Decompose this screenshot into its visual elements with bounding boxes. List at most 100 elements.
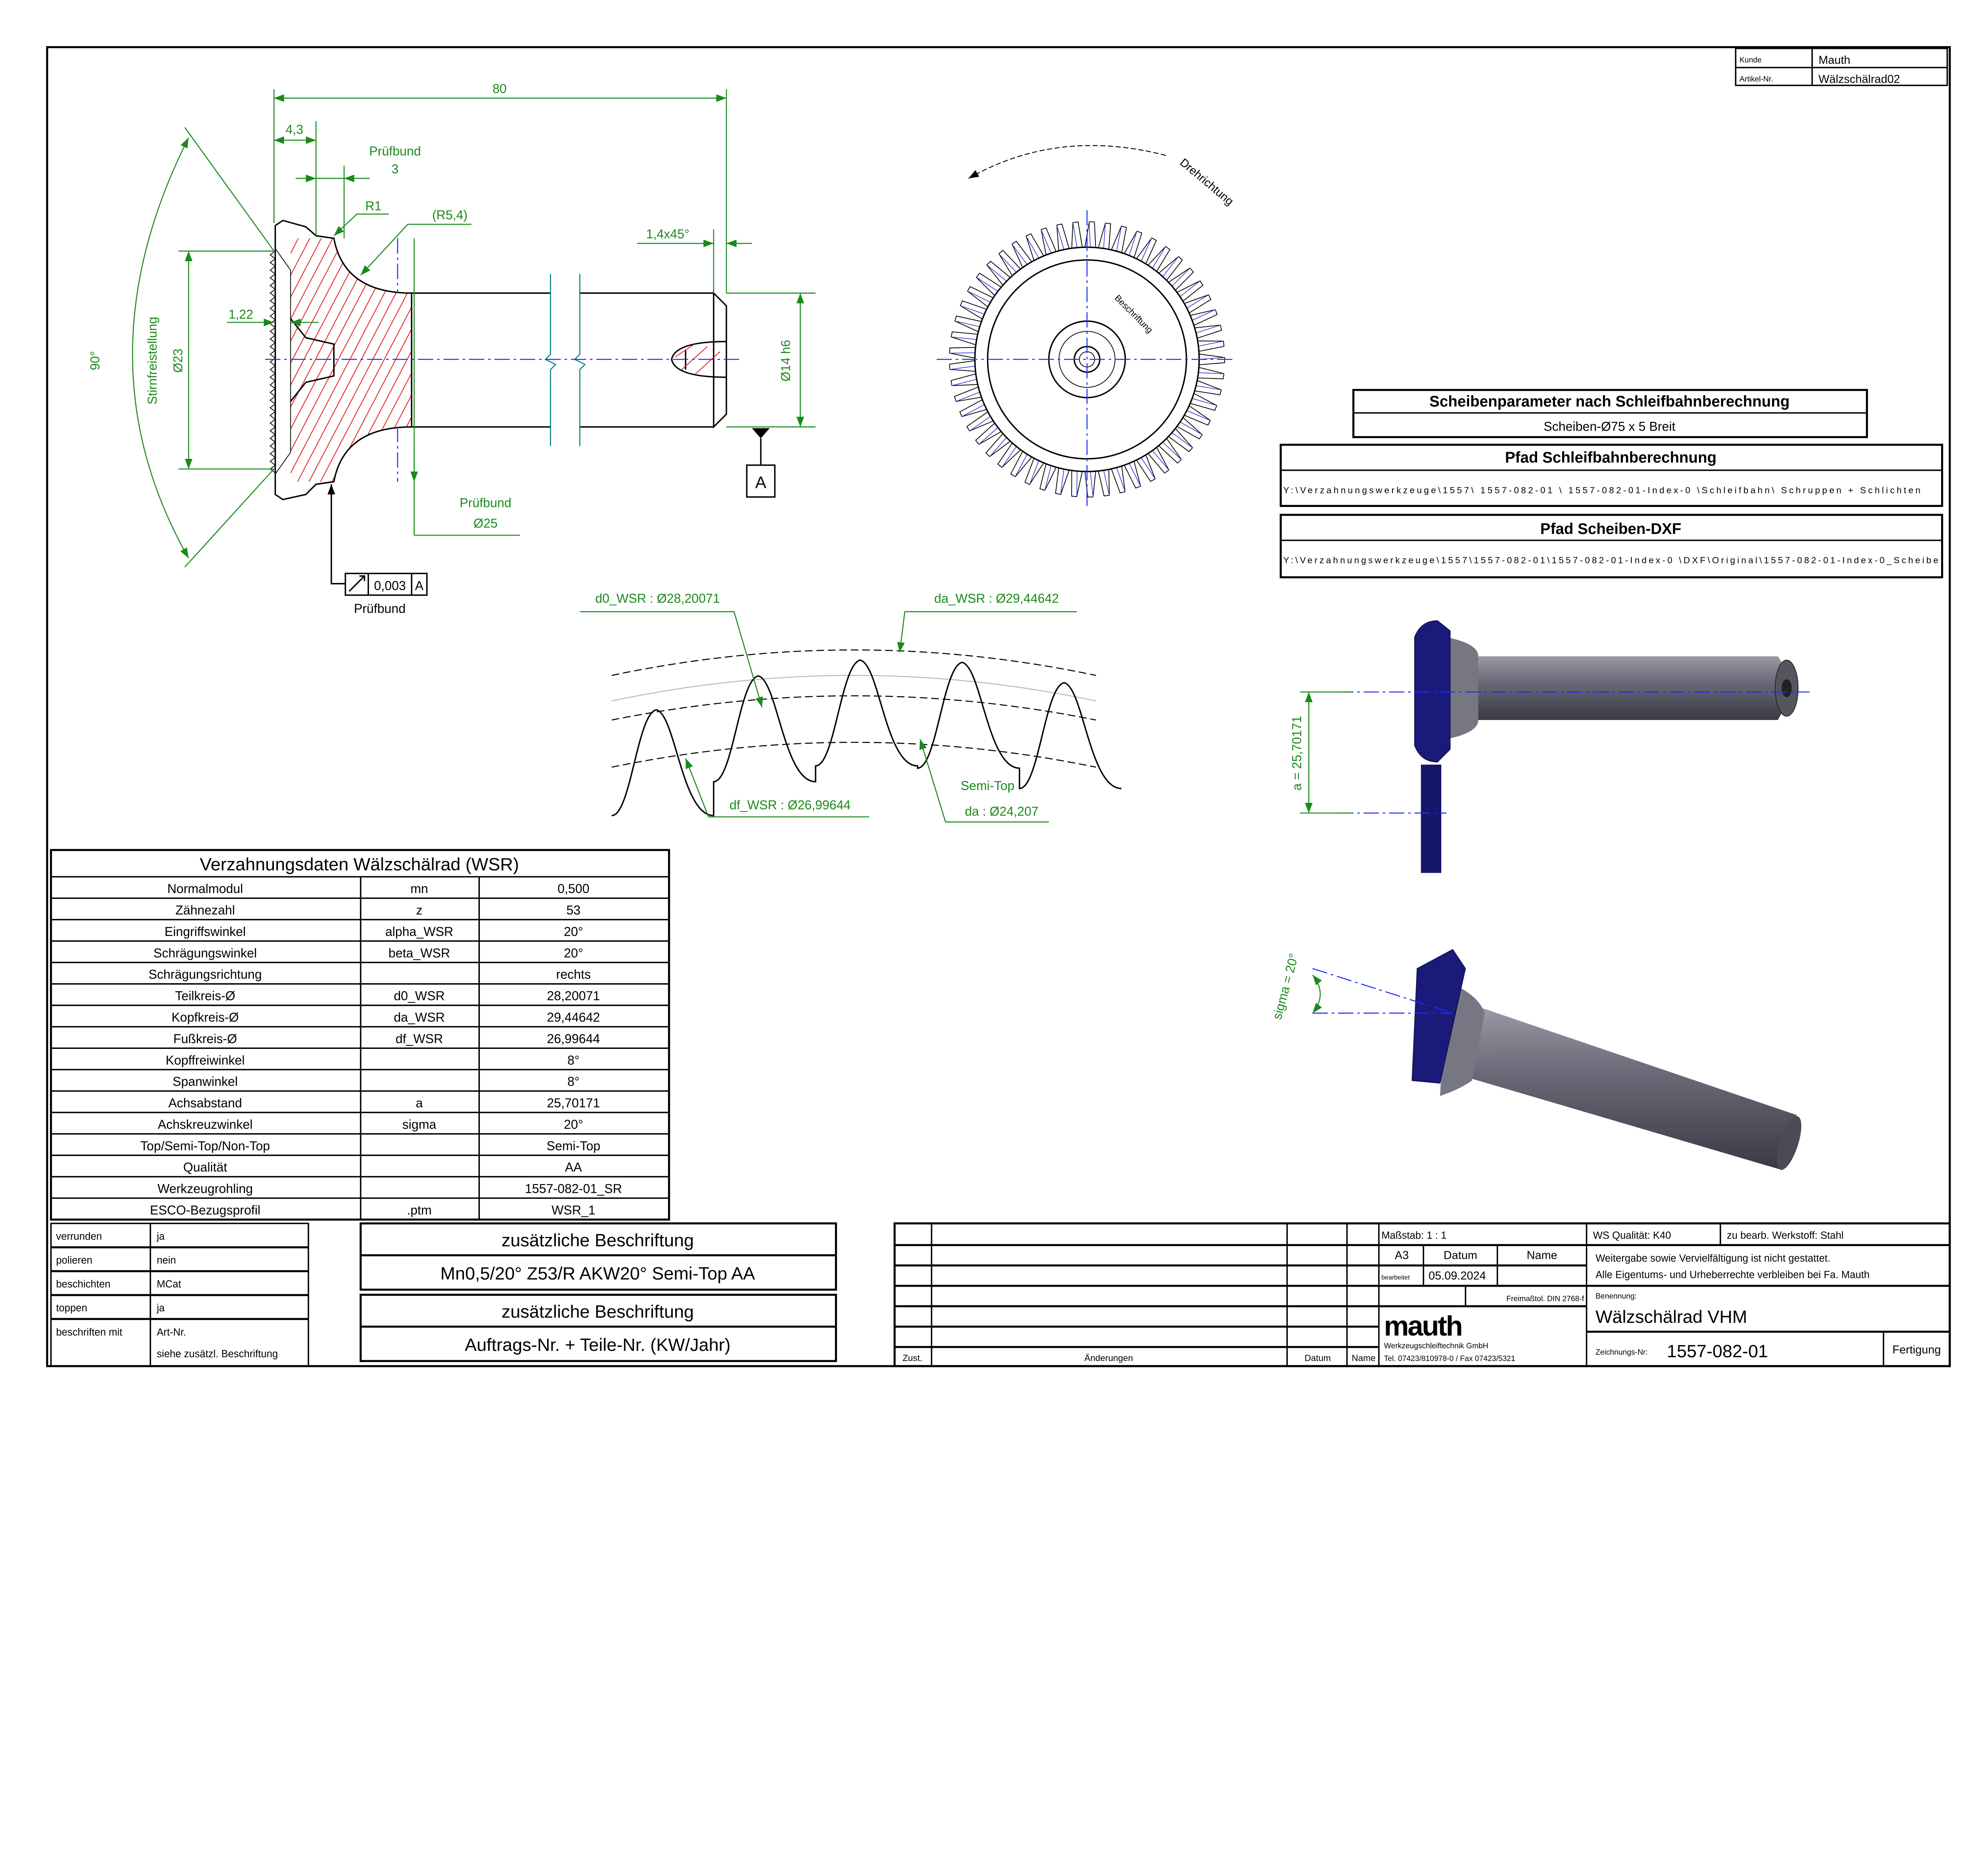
param-value: 28,20071 xyxy=(547,989,600,1003)
semi-top-label: Semi-Top xyxy=(961,779,1014,793)
disk-params-title: Scheibenparameter nach Schleifbahnberech… xyxy=(1429,393,1790,410)
pruefbund-label: Prüfbund xyxy=(369,144,421,158)
param-value: 29,44642 xyxy=(547,1010,600,1025)
gear-data-table: Verzahnungsdaten Wälzschälrad (WSR) Norm… xyxy=(50,849,670,1221)
kunde-label: Kunde xyxy=(1740,56,1762,64)
process-value: ja xyxy=(156,1303,165,1314)
param-symbol: sigma xyxy=(402,1117,437,1132)
param-name: Normalmodul xyxy=(167,881,243,896)
marking-with-label: beschriften mit xyxy=(56,1327,122,1338)
process-name: toppen xyxy=(56,1303,87,1314)
param-name: Achsabstand xyxy=(168,1096,242,1110)
datum-header: Datum xyxy=(1444,1249,1477,1262)
process-value: MCat xyxy=(157,1279,181,1290)
param-symbol: alpha_WSR xyxy=(385,924,453,939)
table-row: Werkzeugrohling 1557-082-01_SR xyxy=(51,1176,669,1196)
table-row: Qualität AA xyxy=(51,1154,669,1175)
datum-a: A xyxy=(755,473,767,492)
drawing-status: Fertigung xyxy=(1893,1344,1941,1356)
designation: Wälzschälrad VHM xyxy=(1596,1307,1747,1327)
material: zu bearb. Werkstoff: Stahl xyxy=(1727,1230,1844,1241)
extra-marking-title: zusätzliche Beschriftung xyxy=(501,1230,694,1250)
param-value: 53 xyxy=(566,903,580,917)
param-symbol: df_WSR xyxy=(396,1031,443,1046)
disk-params-box: Scheibenparameter nach Schleifbahnberech… xyxy=(1352,389,1868,438)
title-block: Zust. Änderungen Datum Name Maßstab: 1 :… xyxy=(893,1222,1951,1367)
extra-marking-2: zusätzliche Beschriftung Auftrags-Nr. + … xyxy=(359,1293,837,1362)
param-symbol: .ptm xyxy=(407,1203,431,1217)
param-name: Werkzeugrohling xyxy=(157,1182,253,1196)
render-angle-view: sigma = 20° xyxy=(1270,949,1802,1170)
dim-d23: Ø23 xyxy=(171,349,185,373)
param-name: Schrägungsrichtung xyxy=(149,967,262,982)
dim-d14-h6: Ø14 h6 xyxy=(779,340,793,381)
dim-total-length: 80 xyxy=(493,82,507,96)
gear-tooth xyxy=(1041,227,1057,256)
tooth-profile xyxy=(612,659,1122,817)
process-row: verrunden ja xyxy=(56,1231,165,1242)
da-semi-top-label: da : Ø24,207 xyxy=(965,804,1039,818)
param-value: 20° xyxy=(564,946,583,960)
extra-marking-1: zusätzliche Beschriftung Mn0,5/20° Z53/R… xyxy=(359,1222,837,1291)
face-teeth xyxy=(269,250,276,473)
param-value: 0,500 xyxy=(557,881,589,896)
param-value: AA xyxy=(565,1160,582,1175)
param-value: 20° xyxy=(564,924,583,939)
param-symbol: a xyxy=(416,1096,423,1110)
company-logo: mauth xyxy=(1384,1310,1462,1342)
fcf-datum: A xyxy=(415,579,424,593)
param-value: 8° xyxy=(567,1053,580,1067)
gear-tooth xyxy=(1194,324,1222,339)
gear-tooth xyxy=(1197,340,1225,352)
artikel-value: Wälzschälrad02 xyxy=(1819,73,1900,85)
da-label: da_WSR : Ø29,44642 xyxy=(934,591,1059,606)
axis-distance-label: a = 25,70171 xyxy=(1289,716,1304,790)
fcf-tolerance: 0,003 xyxy=(374,579,406,593)
param-name: Qualität xyxy=(183,1160,227,1175)
process-name: polieren xyxy=(56,1255,92,1266)
process-value: ja xyxy=(156,1231,165,1242)
dim-1-22: 1,22 xyxy=(229,307,253,321)
process-name: beschichten xyxy=(56,1279,111,1290)
table-row: Achsabstand a 25,70171 xyxy=(51,1090,669,1110)
grinding-path-title: Pfad Schleifbahnberechnung xyxy=(1505,449,1716,466)
angle-90: 90° xyxy=(88,351,102,370)
copyright-notice-2: Alle Eigentums- und Urheberrechte verble… xyxy=(1596,1270,1870,1281)
param-value: WSR_1 xyxy=(551,1203,595,1217)
section-hatching xyxy=(290,238,412,482)
edited-label: bearbeitet xyxy=(1381,1274,1410,1281)
designation-label: Benennung: xyxy=(1596,1292,1637,1301)
pruefbund-width: 3 xyxy=(392,162,399,176)
col-datum: Datum xyxy=(1305,1353,1331,1363)
pruefbund-d25: Ø25 xyxy=(474,516,498,530)
table-row: Normalmodul mn 0,500 xyxy=(167,881,590,896)
extra-marking-value: Auftrags-Nr. + Teile-Nr. (KW/Jahr) xyxy=(465,1334,731,1355)
param-value: 25,70171 xyxy=(547,1096,600,1110)
extra-marking-title: zusätzliche Beschriftung xyxy=(501,1301,694,1322)
col-zust: Zust. xyxy=(903,1353,922,1363)
copyright-notice-1: Weitergabe sowie Vervielfältigung ist ni… xyxy=(1596,1253,1831,1264)
render-axis-view: a = 25,70171 xyxy=(1289,620,1810,873)
param-name: Zähnezahl xyxy=(175,903,235,917)
param-name: Eingriffswinkel xyxy=(165,924,246,939)
param-name: Schrägungswinkel xyxy=(153,946,257,960)
dxf-path-value[interactable]: Y:\Verzahnungswerkzeuge\1557\1557-082-01… xyxy=(1283,555,1938,565)
gear-tooth xyxy=(1098,469,1110,497)
ws-quality: WS Qualität: K40 xyxy=(1593,1230,1671,1241)
param-value: Semi-Top xyxy=(547,1139,600,1153)
dim-4-3: 4,3 xyxy=(285,122,303,137)
grinding-path-value[interactable]: Y:\Verzahnungswerkzeuge\1557\ 1557-082-0… xyxy=(1283,485,1921,495)
tooth-profile-view: d0_WSR : Ø28,20071 da_WSR : Ø29,44642 df… xyxy=(580,591,1122,823)
col-name: Name xyxy=(1352,1353,1376,1363)
param-symbol: mn xyxy=(410,881,428,896)
param-value: 1557-082-01_SR xyxy=(525,1182,622,1196)
gear-data-title: Verzahnungsdaten Wälzschälrad (WSR) xyxy=(200,854,519,874)
process-name: verrunden xyxy=(56,1231,102,1242)
